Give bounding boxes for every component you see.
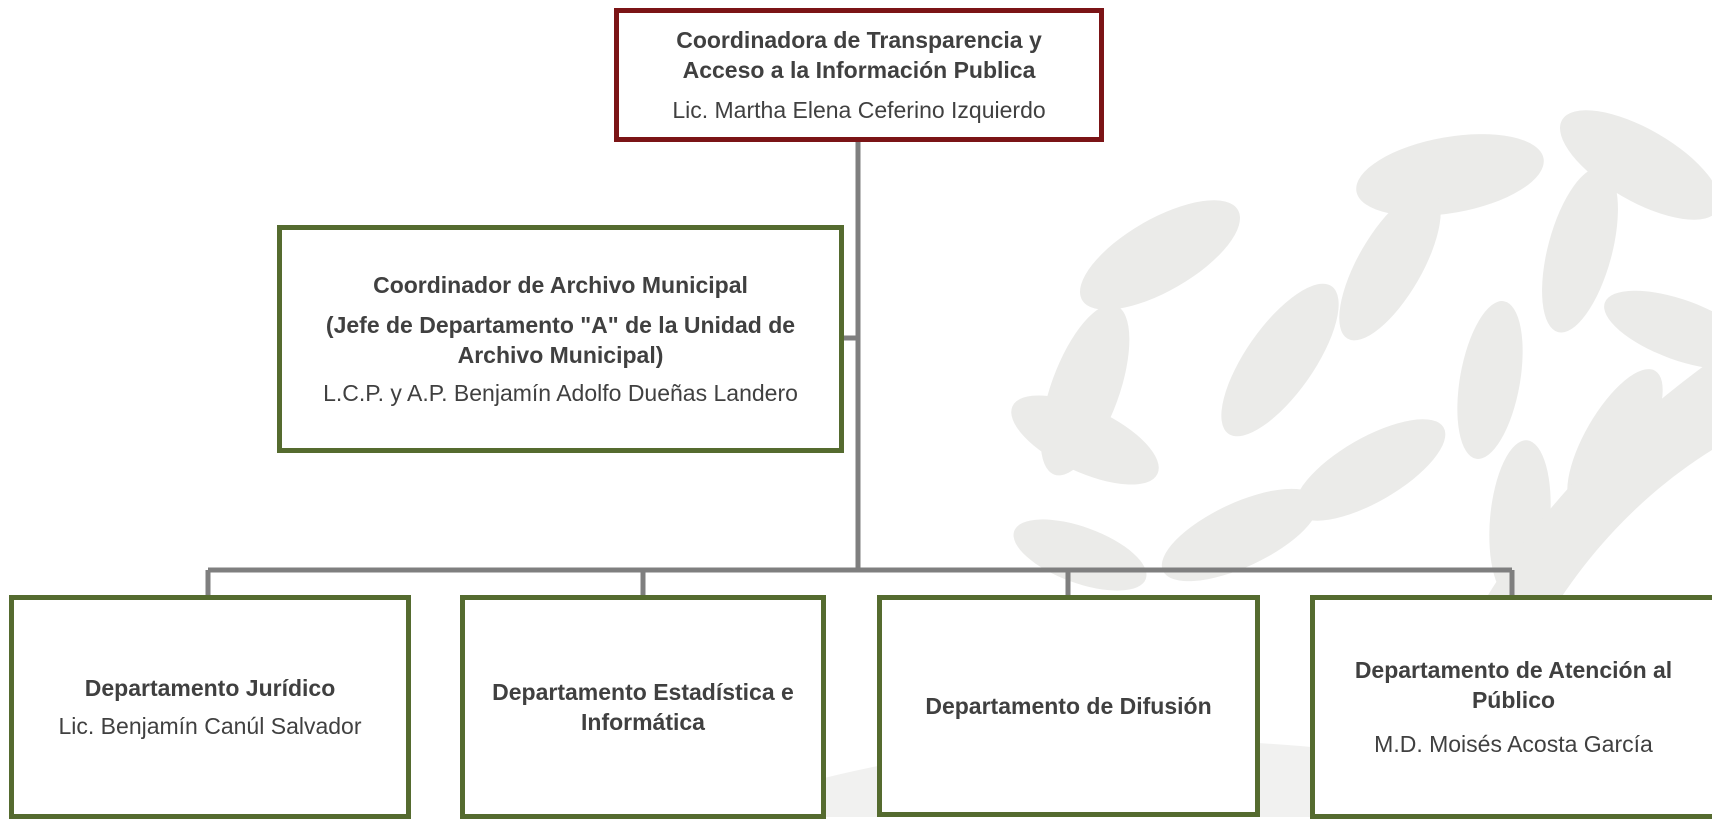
node-person-name: L.C.P. y A.P. Benjamín Adolfo Dueñas Lan… [323,380,798,406]
node-person-name: Lic. Benjamín Canúl Salvador [58,713,362,739]
node-person-name: M.D. Moisés Acosta García [1374,731,1653,757]
leaf-shape [1161,488,1319,582]
node-coordinadora-transparencia[interactable]: Coordinadora de Transparencia y Acceso a… [614,8,1104,142]
leaf-shape [1457,301,1523,459]
node-departamento-juridico[interactable]: Departamento Jurídico Lic. Benjamín Canú… [9,595,411,819]
leaf-shape [1080,200,1240,310]
leaf-shape [1560,110,1712,220]
node-title: Departamento de Atención al Público [1354,657,1673,713]
node-coordinador-archivo[interactable]: Coordinador de Archivo Municipal (Jefe d… [277,225,844,453]
leaf-shape [1339,189,1441,341]
node-subtitle: (Jefe de Departamento "A" de la Unidad d… [325,312,796,368]
node-title: Departamento de Difusión [925,693,1212,719]
leaf-shape [1221,283,1339,437]
node-departamento-estadistica[interactable]: Departamento Estadística e Informática [460,595,826,819]
node-person-name: Lic. Martha Elena Ceferino Izquierdo [672,97,1046,123]
node-departamento-difusion[interactable]: Departamento de Difusión [877,595,1260,817]
leaf-shape [1356,134,1544,216]
leaf-shape [1013,519,1147,591]
leaf-shape [1294,419,1446,521]
node-title: Departamento Estadística e Informática [492,679,794,735]
leaf-shape [1011,395,1159,485]
leaf-shape [1542,167,1618,333]
node-title: Departamento Jurídico [84,675,336,701]
node-title: Coordinadora de Transparencia y Acceso a… [676,27,1042,83]
node-departamento-atencion-publico[interactable]: Departamento de Atención al Público M.D.… [1310,595,1712,819]
node-title: Coordinador de Archivo Municipal [373,272,748,298]
leaf-shape [1604,290,1712,370]
